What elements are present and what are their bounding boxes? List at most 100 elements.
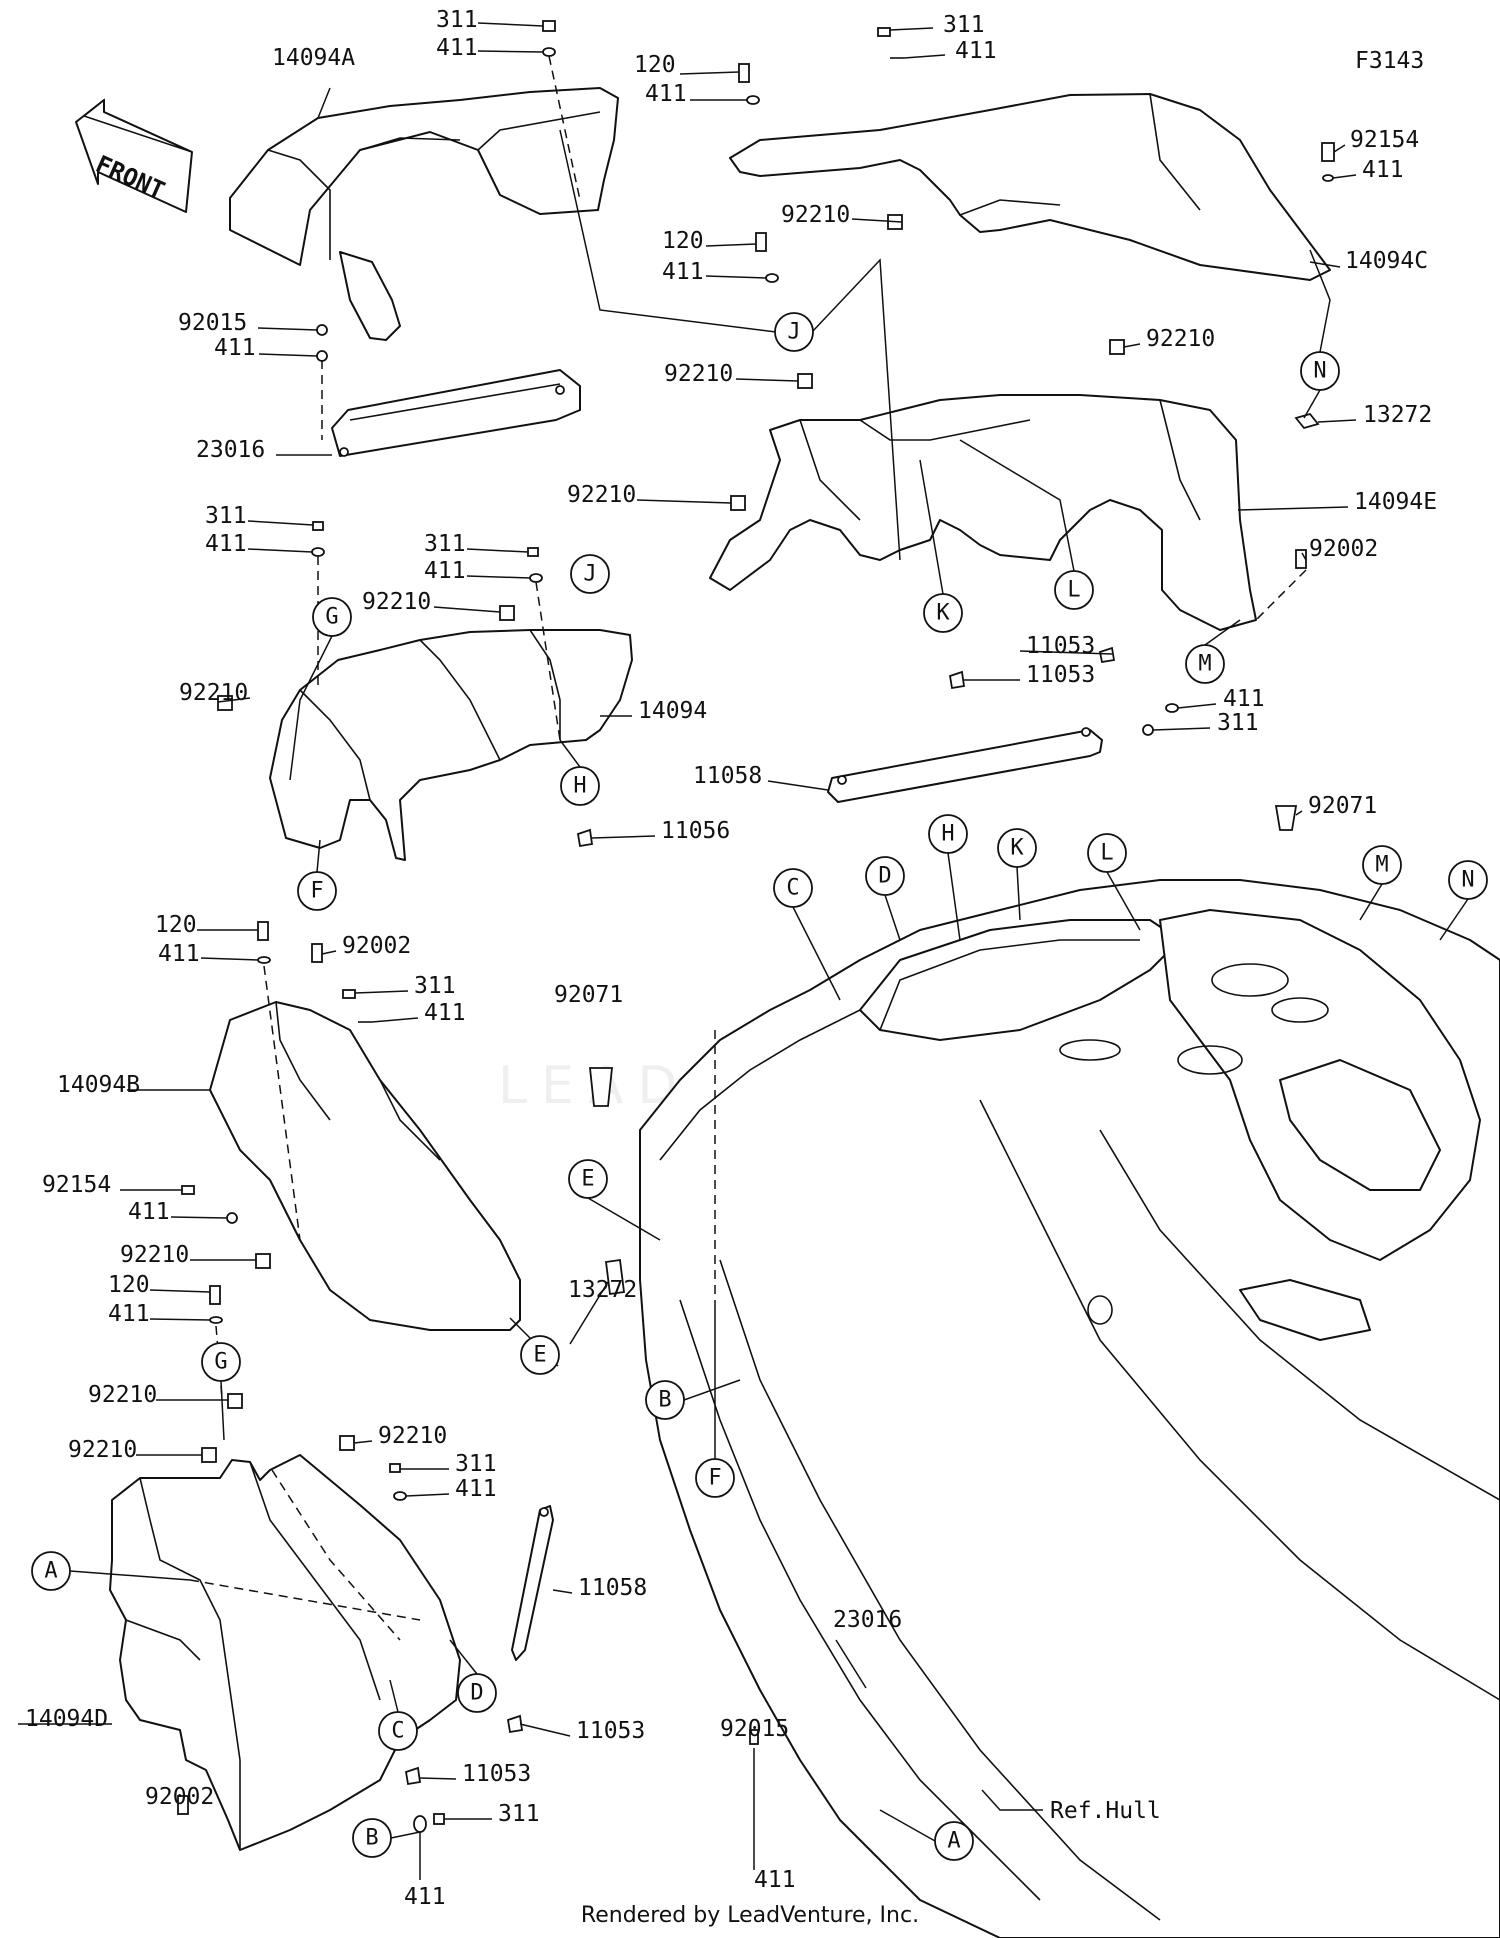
part-label-411: 411 [158,941,200,967]
part-label-120: 120 [155,912,197,938]
part-label-14094: 14094 [638,698,707,724]
part-label-311: 311 [943,12,985,38]
callout-letter: N [1461,868,1474,893]
part-label-311: 311 [436,7,478,33]
plate-11058-lower [511,1505,554,1661]
callout-k: K [997,828,1037,868]
callout-c: C [378,1711,418,1751]
part-label-311: 311 [424,531,466,557]
part-label-92210: 92210 [362,589,431,615]
part-label-311: 311 [205,503,247,529]
callout-letter: E [581,1167,594,1192]
callout-k: K [923,593,963,633]
part-label-411: 411 [424,558,466,584]
callout-m: M [1362,845,1402,885]
part-label-23016: 23016 [833,1607,902,1633]
part-label-14094c: 14094C [1345,248,1428,274]
part-label-92154: 92154 [42,1172,111,1198]
cover-14094c [729,93,1331,281]
part-label-11053: 11053 [1026,662,1095,688]
part-label-411: 411 [424,1000,466,1026]
callout-l: L [1054,570,1094,610]
callout-letter: K [936,601,950,626]
part-label-92210: 92210 [1146,326,1215,352]
part-label-92071: 92071 [554,982,623,1008]
ref-hull-label: Ref.Hull [1050,1798,1161,1824]
part-label-411: 411 [645,81,687,107]
callout-letter: J [583,562,596,587]
part-label-92015: 92015 [720,1716,789,1742]
part-label-411: 411 [108,1301,150,1327]
part-label-14094d: 14094D [25,1706,108,1732]
part-label-411: 411 [1223,686,1265,712]
part-label-92210: 92210 [378,1423,447,1449]
part-label-411: 411 [754,1867,796,1893]
callout-letter: B [365,1826,378,1851]
part-label-120: 120 [634,52,676,78]
plate-11058-upper [827,727,1103,803]
callout-letter: F [708,1466,721,1491]
callout-b: B [352,1818,392,1858]
front-direction-arrow: FRONT [75,98,193,213]
callout-n: N [1448,860,1488,900]
callout-d: D [457,1673,497,1713]
part-label-311: 311 [1217,710,1259,736]
part-label-311: 311 [498,1801,540,1827]
part-label-411: 411 [436,35,478,61]
part-label-411: 411 [214,335,256,361]
part-label-11053: 11053 [1026,633,1095,659]
callout-l: L [1087,833,1127,873]
callout-letter: D [878,864,891,889]
footer-credit: Rendered by LeadVenture, Inc. [581,1903,919,1928]
part-label-92015: 92015 [178,310,247,336]
callout-n: N [1300,351,1340,391]
callout-letter: N [1313,359,1326,384]
part-label-92210: 92210 [120,1242,189,1268]
callout-d: D [865,856,905,896]
part-label-411: 411 [955,38,997,64]
part-label-14094b: 14094B [57,1072,140,1098]
part-label-411: 411 [1362,157,1404,183]
hardware [177,20,1335,1833]
part-label-11058: 11058 [693,763,762,789]
callout-letter: G [214,1350,227,1375]
part-label-311: 311 [455,1451,497,1477]
cover-14094a [229,87,619,341]
callout-letter: A [44,1559,57,1584]
part-label-120: 120 [662,228,704,254]
part-label-311: 311 [414,973,456,999]
callout-letter: H [573,774,586,799]
callout-letter: H [941,822,954,847]
bracket-23016 [331,369,581,457]
hood-14094e [709,394,1257,631]
callout-letter: J [787,320,800,345]
callout-e: E [520,1335,560,1375]
cover-14094b [209,1001,521,1331]
part-label-92210: 92210 [68,1437,137,1463]
part-label-14094e: 14094E [1354,489,1437,515]
callout-letter: D [470,1681,483,1706]
callout-letter: C [786,876,799,901]
part-label-411: 411 [455,1476,497,1502]
part-label-11056: 11056 [661,818,730,844]
callout-a: A [934,1821,974,1861]
callout-h: H [928,814,968,854]
hull-reference [639,879,1500,1938]
cover-14094d [109,1454,461,1851]
part-label-411: 411 [404,1884,446,1910]
part-label-92210: 92210 [781,202,850,228]
callout-letter: G [325,605,338,630]
callout-a: A [31,1551,71,1591]
part-label-92210: 92210 [88,1382,157,1408]
callout-letter: K [1010,836,1024,861]
callout-f: F [297,871,337,911]
cover-14094 [269,629,633,861]
callout-g: G [201,1342,241,1382]
callout-letter: L [1067,578,1080,603]
part-label-92154: 92154 [1350,127,1419,153]
callout-f: F [695,1458,735,1498]
callout-m: M [1185,644,1225,684]
part-label-11053: 11053 [576,1718,645,1744]
part-label-120: 120 [108,1272,150,1298]
